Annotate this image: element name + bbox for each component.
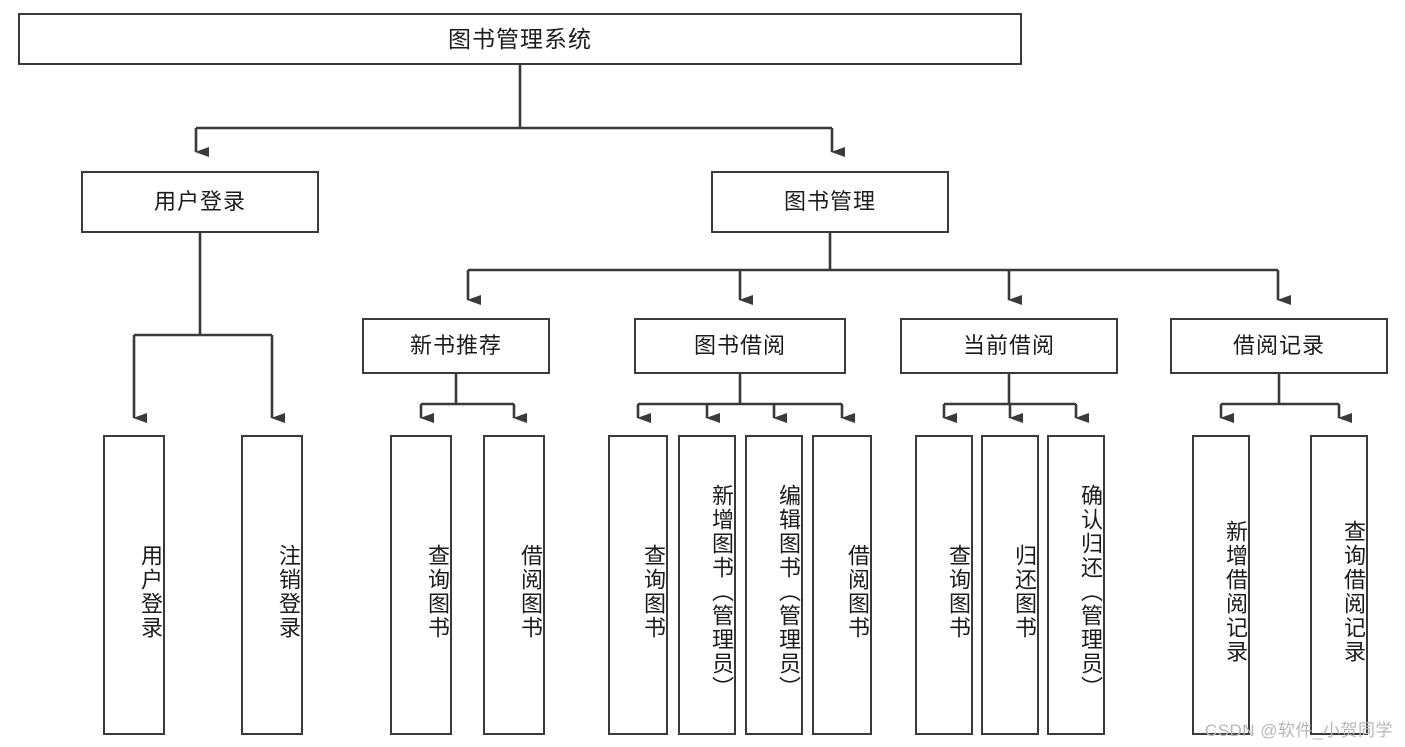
node-leaf-query-book-current[interactable]: 查询图书 <box>915 435 973 735</box>
node-leaf-query-book-rec[interactable]: 查询图书 <box>390 435 452 735</box>
node-new-book-rec[interactable]: 新书推荐 <box>362 318 550 374</box>
node-new-book-rec-label: 新书推荐 <box>409 333 502 359</box>
node-leaf-confirm-return-label: 确认归还（管理员） <box>1078 484 1103 700</box>
node-borrow-record-label: 借阅记录 <box>1232 333 1325 359</box>
node-leaf-borrow-book-rec-label: 借阅图书 <box>518 544 543 640</box>
node-leaf-confirm-return[interactable]: 确认归还（管理员） <box>1047 435 1105 735</box>
node-leaf-query-record[interactable]: 查询借阅记录 <box>1310 435 1368 735</box>
node-leaf-query-book-borrow-label: 查询图书 <box>641 544 666 640</box>
node-leaf-user-login-label: 用户登录 <box>138 544 163 640</box>
node-borrow-record[interactable]: 借阅记录 <box>1170 318 1388 374</box>
node-book-manage[interactable]: 图书管理 <box>711 171 949 233</box>
node-leaf-user-logout-label: 注销登录 <box>276 544 301 640</box>
node-leaf-edit-book[interactable]: 编辑图书（管理员） <box>745 435 803 735</box>
node-book-borrow[interactable]: 图书借阅 <box>634 318 846 374</box>
node-current-borrow-label: 当前借阅 <box>962 333 1055 359</box>
node-leaf-query-book-borrow[interactable]: 查询图书 <box>608 435 668 735</box>
node-leaf-return-book[interactable]: 归还图书 <box>981 435 1039 735</box>
node-leaf-add-record[interactable]: 新增借阅记录 <box>1192 435 1250 735</box>
node-leaf-add-record-label: 新增借阅记录 <box>1223 520 1248 664</box>
node-user-login-label: 用户登录 <box>153 189 246 215</box>
watermark: CSDN @软件_小贺同学 <box>1204 721 1393 740</box>
node-leaf-return-book-label: 归还图书 <box>1012 544 1037 640</box>
node-root-label: 图书管理系统 <box>448 25 592 52</box>
node-user-login[interactable]: 用户登录 <box>81 171 319 233</box>
node-book-manage-label: 图书管理 <box>783 189 876 215</box>
node-book-borrow-label: 图书借阅 <box>693 333 786 359</box>
node-leaf-user-logout[interactable]: 注销登录 <box>241 435 303 735</box>
node-root[interactable]: 图书管理系统 <box>18 13 1022 65</box>
node-current-borrow[interactable]: 当前借阅 <box>900 318 1118 374</box>
node-leaf-query-book-current-label: 查询图书 <box>946 544 971 640</box>
node-leaf-borrow-book[interactable]: 借阅图书 <box>812 435 872 735</box>
node-leaf-edit-book-label: 编辑图书（管理员） <box>776 484 801 700</box>
node-leaf-query-book-rec-label: 查询图书 <box>425 544 450 640</box>
node-leaf-user-login[interactable]: 用户登录 <box>103 435 165 735</box>
node-leaf-add-book[interactable]: 新增图书（管理员） <box>678 435 736 735</box>
node-leaf-borrow-book-rec[interactable]: 借阅图书 <box>483 435 545 735</box>
node-leaf-query-record-label: 查询借阅记录 <box>1341 520 1366 664</box>
node-leaf-add-book-label: 新增图书（管理员） <box>709 484 734 700</box>
node-leaf-borrow-book-label: 借阅图书 <box>845 544 870 640</box>
